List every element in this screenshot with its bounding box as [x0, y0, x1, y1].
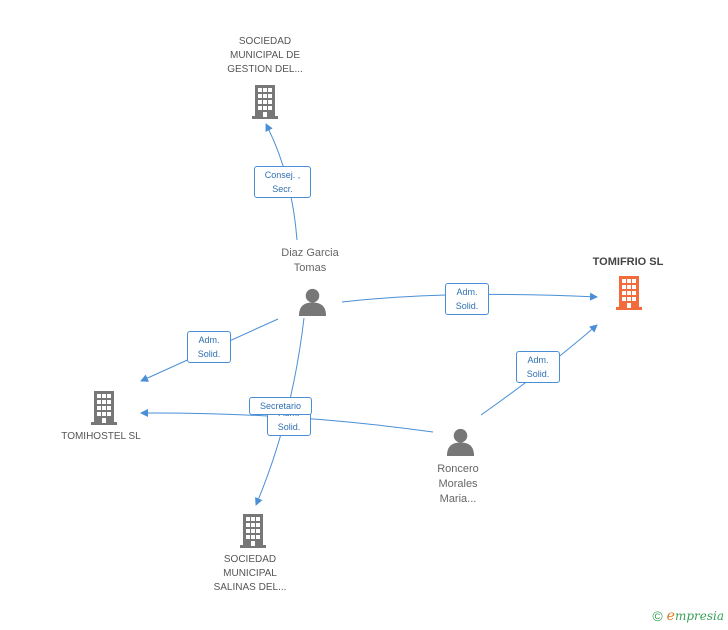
node-label-sociedad-gestion[interactable]: SOCIEDAD MUNICIPAL DE GESTION DEL... — [227, 36, 303, 75]
person-icon[interactable] — [298, 288, 327, 316]
copyright-icon: © — [652, 608, 663, 624]
building-icon[interactable] — [252, 85, 278, 119]
edge-label-diaz-to-tomifrio: Adm. Solid. — [445, 283, 489, 315]
node-label-sociedad-salinas[interactable]: SOCIEDAD MUNICIPAL SALINAS DEL... — [213, 554, 287, 593]
footer-brand[interactable]: © empresia — [652, 608, 724, 624]
building-icon[interactable] — [240, 514, 266, 548]
brand-logo: empresia — [666, 608, 724, 624]
person-icon[interactable] — [446, 428, 475, 456]
node-label-diaz-garcia[interactable]: Diaz Garcia Tomas — [281, 247, 339, 274]
node-label-tomifrio[interactable]: TOMIFRIO SL — [592, 256, 664, 268]
building-icon[interactable] — [616, 276, 642, 310]
edge-label-diaz-to-gestion: Consej. , Secr. — [254, 166, 311, 198]
edge-label-roncero-to-tomifrio: Adm. Solid. — [516, 351, 560, 383]
node-label-roncero[interactable]: Roncero Morales Maria... — [437, 463, 479, 505]
building-icon[interactable] — [91, 391, 117, 425]
edge-label-diaz-to-tomihostel: Adm. Solid. — [187, 331, 231, 363]
node-label-tomihostel[interactable]: TOMIHOSTEL SL — [61, 431, 141, 442]
edge-label-diaz-to-salinas: Secretario — [249, 397, 312, 415]
